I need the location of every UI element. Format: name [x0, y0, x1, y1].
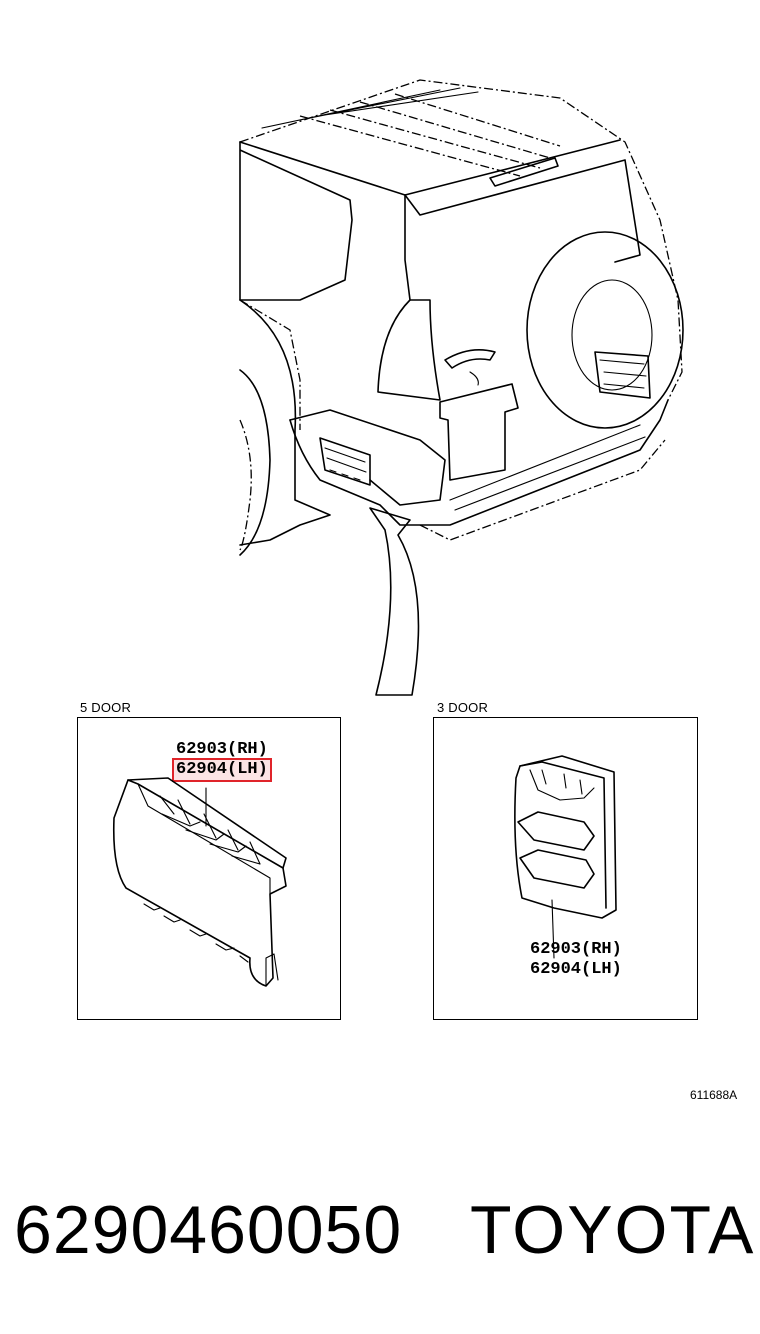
callout-3-door-lh: 62904(LH) — [530, 960, 622, 979]
section-title-3-door: 3 DOOR — [437, 700, 489, 715]
reflector-5-door-drawing — [112, 777, 287, 987]
brand-label: TOYOTA — [470, 1192, 756, 1268]
vehicle-rear-illustration — [239, 79, 684, 696]
panel-3-door: 62903(RH) 62904(LH) — [433, 717, 698, 1020]
part-number-label: 6290460050 — [14, 1192, 403, 1268]
section-title-5-door: 5 DOOR — [80, 700, 132, 715]
callout-5-door-rh: 62903(RH) — [176, 740, 268, 759]
callout-5-door-lh-highlighted[interactable]: 62904(LH) — [172, 758, 272, 782]
reflector-3-door-drawing — [514, 755, 617, 959]
panel-5-door: 62903(RH) 62904(LH) — [77, 717, 341, 1020]
callout-3-door-rh: 62903(RH) — [530, 940, 622, 959]
diagram-reference-code: 611688A — [690, 1088, 738, 1102]
